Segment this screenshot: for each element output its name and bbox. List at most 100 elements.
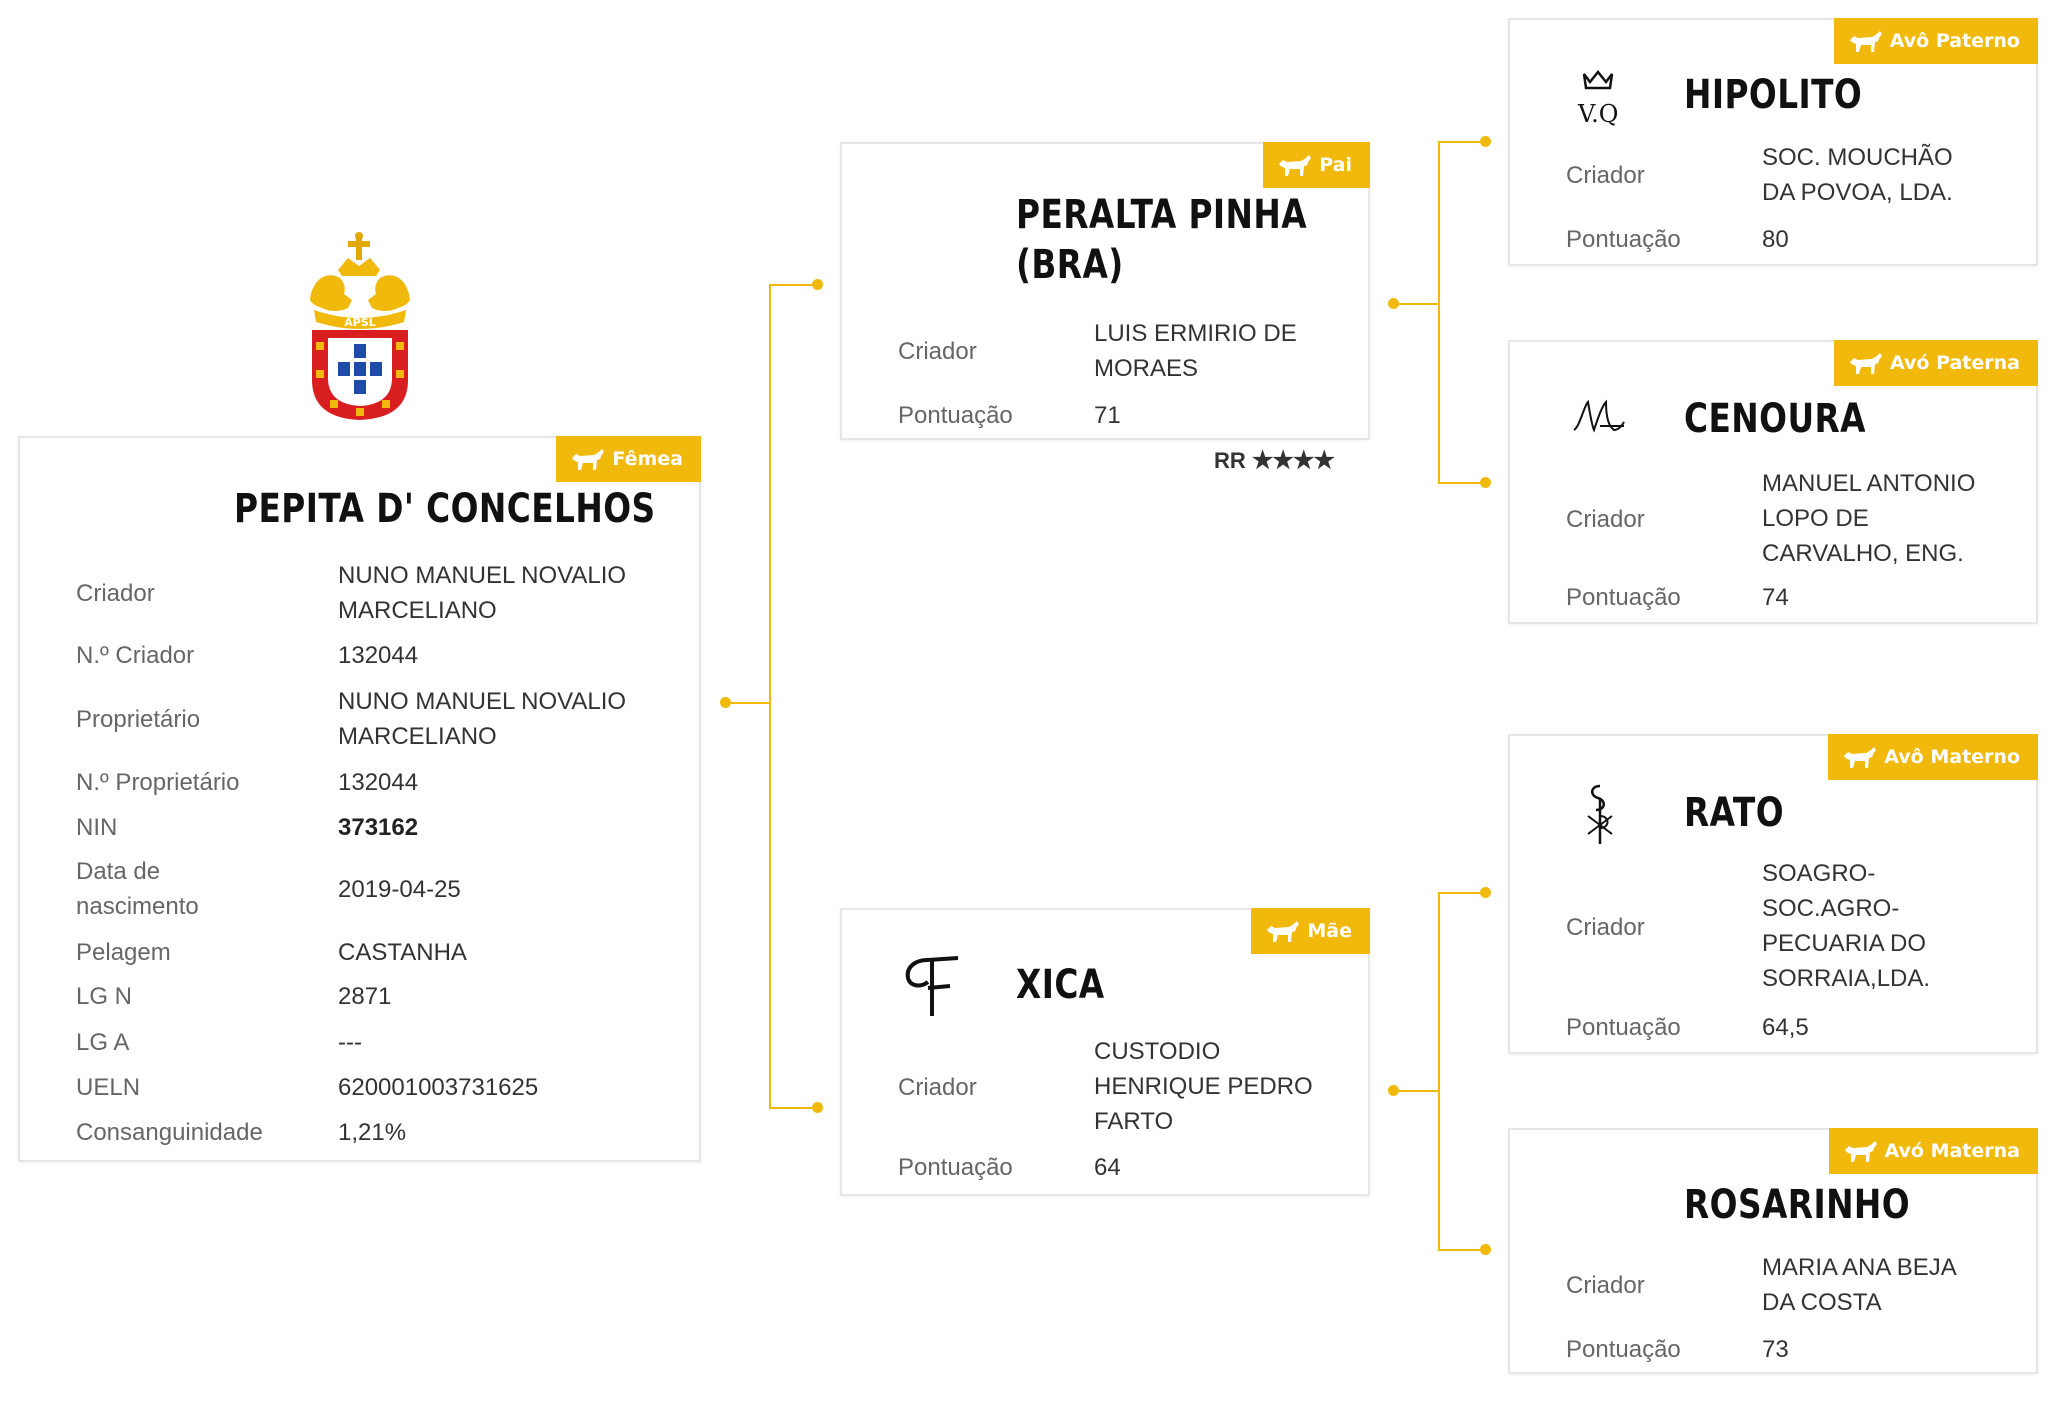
pontuacao-value: 80 xyxy=(1762,226,1789,253)
horse-name[interactable]: XICA xyxy=(1016,962,1105,1008)
criador-value: SOC. MOUCHÃO DA POVOA, LDA. xyxy=(1762,140,1953,210)
nin-value: 373162 xyxy=(338,814,419,841)
parent-badge-label: Mãe xyxy=(1307,920,1352,942)
horse-name[interactable]: HIPOLITO xyxy=(1684,72,1863,118)
criador-label: Criador xyxy=(1566,914,1645,941)
n-proprietario-value: 132044 xyxy=(338,769,419,796)
connector-dot xyxy=(1480,136,1491,147)
connector-line xyxy=(1438,141,1440,483)
criador-line: SOC.AGRO- xyxy=(1762,895,1900,922)
criador-line: PECUARIA DO xyxy=(1762,930,1927,957)
horse-icon xyxy=(1848,352,1884,376)
criador-line: NUNO MANUEL NOVALIO xyxy=(338,562,627,589)
brand-mark-icon: V.Q xyxy=(1576,66,1624,131)
criador-line: LOPO DE xyxy=(1762,505,1869,532)
connector-line xyxy=(769,284,771,1109)
criador-line: MARCELIANO xyxy=(338,597,497,624)
grandparent-badge[interactable]: Avô Materno xyxy=(1828,734,2038,780)
grandparent-badge[interactable]: Avô Paterno xyxy=(1833,18,2038,64)
connector-dot xyxy=(1388,298,1399,309)
criador-line: DA POVOA, LDA. xyxy=(1762,179,1953,206)
pontuacao-value: 64 xyxy=(1094,1154,1121,1181)
criador-value: CUSTODIO HENRIQUE PEDRO FARTO xyxy=(1094,1034,1313,1139)
n-proprietario-label: N.º Proprietário xyxy=(76,769,240,796)
grandparent-badge-label: Avó Materna xyxy=(1884,1140,2021,1162)
connector-dot xyxy=(1388,1085,1399,1096)
horse-card-mae: Mãe XICA Criador CUSTODIO HENRIQUE PEDRO… xyxy=(840,908,1370,1196)
lga-label: LG A xyxy=(76,1029,130,1056)
criador-label: Criador xyxy=(1566,1272,1645,1299)
grandparent-badge-label: Avó Paterna xyxy=(1889,352,2020,374)
horse-icon xyxy=(1265,920,1301,944)
sex-badge-label: Fêmea xyxy=(612,448,683,470)
criador-value: NUNO MANUEL NOVALIO MARCELIANO xyxy=(338,558,626,628)
parent-badge[interactable]: Mãe xyxy=(1251,908,1370,954)
horse-icon xyxy=(1277,154,1313,178)
horse-card-main: Fêmea PEPITA D' CONCELHOS Criador NUNO M… xyxy=(18,436,701,1162)
pontuacao-label: Pontuação xyxy=(1566,584,1681,611)
connector-line xyxy=(726,702,770,704)
parent-badge[interactable]: Pai xyxy=(1263,142,1370,188)
connector-line xyxy=(1438,892,1440,1251)
pontuacao-label: Pontuação xyxy=(1566,226,1681,253)
logo-text: APSL xyxy=(344,316,376,329)
connector-line xyxy=(1438,482,1488,484)
connector-line xyxy=(769,1107,819,1109)
svg-text:V.Q: V.Q xyxy=(1577,100,1618,126)
pontuacao-value: 64,5 xyxy=(1762,1014,1809,1041)
horse-name[interactable]: RATO xyxy=(1684,790,1785,836)
horse-card-avo-paterno: Avô Paterno V.Q HIPOLITO Criador SOC. MO… xyxy=(1508,18,2038,266)
rating-label: RR xyxy=(1214,448,1246,473)
horse-card-avo-materno: Avô Materno RATO Criador SOAGRO- SOC.AGR… xyxy=(1508,734,2038,1054)
connector-dot xyxy=(1480,887,1491,898)
connector-line xyxy=(1394,1090,1439,1092)
lgn-value: 2871 xyxy=(338,983,392,1010)
rating: RR ★★★★ xyxy=(1214,446,1335,475)
criador-value: MANUEL ANTONIO LOPO DE CARVALHO, ENG. xyxy=(1762,466,1975,571)
horse-name-line: PERALTA PINHA xyxy=(1016,192,1308,238)
criador-label: Criador xyxy=(1566,506,1645,533)
criador-line: DA COSTA xyxy=(1762,1289,1882,1316)
grandparent-badge[interactable]: Avó Paterna xyxy=(1833,340,2038,386)
criador-line: CARVALHO, ENG. xyxy=(1762,540,1964,567)
horse-name[interactable]: CENOURA xyxy=(1684,396,1866,442)
criador-label: Criador xyxy=(76,580,155,607)
pontuacao-value: 71 xyxy=(1094,402,1121,429)
connector-dot xyxy=(1480,477,1491,488)
horse-name[interactable]: ROSARINHO xyxy=(1684,1182,1911,1228)
grandparent-badge[interactable]: Avó Materna xyxy=(1828,1128,2038,1174)
pelagem-value: CASTANHA xyxy=(338,939,467,966)
n-criador-label: N.º Criador xyxy=(76,642,195,669)
parent-badge-label: Pai xyxy=(1319,154,1352,176)
proprietario-label: Proprietário xyxy=(76,706,201,733)
ueln-value: 620001003731625 xyxy=(338,1074,539,1101)
criador-line: HENRIQUE PEDRO xyxy=(1094,1073,1313,1100)
criador-line: SORRAIA,LDA. xyxy=(1762,965,1931,992)
nascimento-label-line: nascimento xyxy=(76,893,199,920)
proprietario-line: MARCELIANO xyxy=(338,723,497,750)
n-criador-value: 132044 xyxy=(338,642,419,669)
horse-name: PEPITA D' CONCELHOS xyxy=(234,486,656,532)
connector-dot xyxy=(1480,1244,1491,1255)
connector-line xyxy=(1394,303,1439,305)
pontuacao-label: Pontuação xyxy=(1566,1336,1681,1363)
brand-mark-icon xyxy=(1570,396,1626,441)
sex-badge[interactable]: Fêmea xyxy=(556,436,701,482)
criador-line: FARTO xyxy=(1094,1108,1174,1135)
pontuacao-label: Pontuação xyxy=(898,402,1013,429)
horse-name[interactable]: PERALTA PINHA (BRA) xyxy=(1016,190,1307,290)
horse-card-avo-materna: Avó Materna ROSARINHO Criador MARIA ANA … xyxy=(1508,1128,2038,1374)
brand-mark-icon xyxy=(1580,782,1620,851)
lga-value: --- xyxy=(338,1029,362,1056)
consanguinidade-value: 1,21% xyxy=(338,1119,407,1146)
connector-line xyxy=(1438,892,1488,894)
grandparent-badge-label: Avô Paterno xyxy=(1889,30,2020,52)
criador-line: MANUEL ANTONIO xyxy=(1762,470,1976,497)
criador-line: SOC. MOUCHÃO xyxy=(1762,144,1953,171)
connector-line xyxy=(1438,141,1488,143)
criador-label: Criador xyxy=(1566,162,1645,189)
horse-icon xyxy=(1842,746,1878,770)
pontuacao-value: 73 xyxy=(1762,1336,1789,1363)
connector-dot xyxy=(720,697,731,708)
consanguinidade-label: Consanguinidade xyxy=(76,1119,263,1146)
